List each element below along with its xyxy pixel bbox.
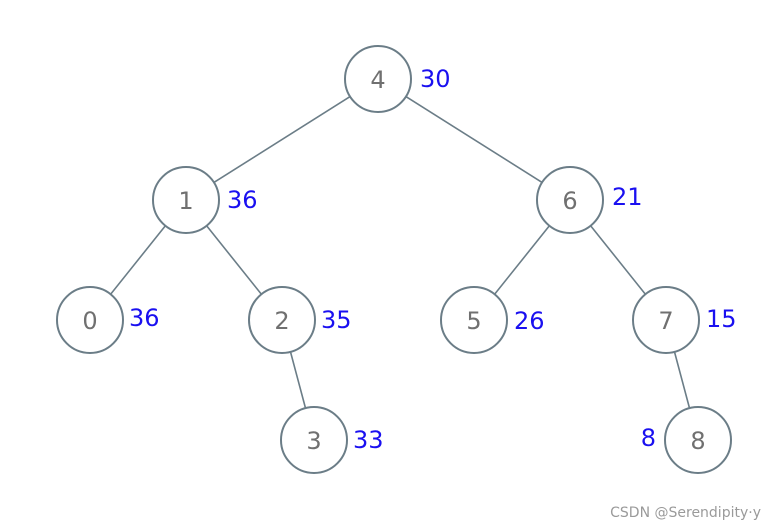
edge-6-7 (589, 225, 647, 295)
node-label: 2 (274, 307, 289, 335)
edge-4-6 (405, 95, 543, 184)
node-label: 4 (370, 66, 385, 94)
tree-node-0: 0 36 (56, 286, 160, 354)
node-circle (440, 286, 508, 354)
node-value-label: 26 (514, 307, 545, 335)
node-label: 1 (178, 187, 193, 215)
node-circle (344, 45, 412, 113)
node-value-label: 8 (641, 424, 656, 452)
tree-node-5: 5 26 (440, 286, 545, 354)
tree-node-2: 2 35 (248, 286, 352, 354)
node-value-label: 36 (227, 186, 258, 214)
node-value-label: 36 (129, 304, 160, 332)
node-circle (632, 286, 700, 354)
tree-node-8: 88 (641, 406, 732, 474)
watermark: CSDN @Serendipity·y (610, 505, 761, 521)
tree-node-7: 7 15 (632, 286, 737, 354)
node-circle (280, 406, 348, 474)
tree-node-1: 1 36 (152, 166, 258, 234)
node-label: 8 (690, 427, 705, 455)
tree-node-4: 4 30 (344, 45, 451, 113)
edge-1-2 (205, 225, 263, 295)
node-label: 3 (306, 427, 321, 455)
node-value-label: 30 (420, 65, 451, 93)
node-circle (664, 406, 732, 474)
edge-2-3 (289, 351, 307, 409)
edges-layer (109, 95, 691, 409)
node-value-label: 35 (321, 306, 352, 334)
edge-6-5 (493, 225, 551, 295)
node-circle (248, 286, 316, 354)
node-value-label: 33 (353, 426, 384, 454)
node-circle (152, 166, 220, 234)
edge-1-0 (109, 225, 167, 295)
edge-4-1 (213, 95, 351, 184)
node-value-label: 21 (612, 183, 643, 211)
node-label: 7 (658, 307, 673, 335)
node-label: 6 (562, 187, 577, 215)
edge-7-8 (673, 351, 691, 409)
node-label: 5 (466, 307, 481, 335)
node-circle (536, 166, 604, 234)
node-circle (56, 286, 124, 354)
node-label: 0 (82, 307, 97, 335)
tree-node-6: 6 21 (536, 166, 643, 234)
node-value-label: 15 (706, 305, 737, 333)
